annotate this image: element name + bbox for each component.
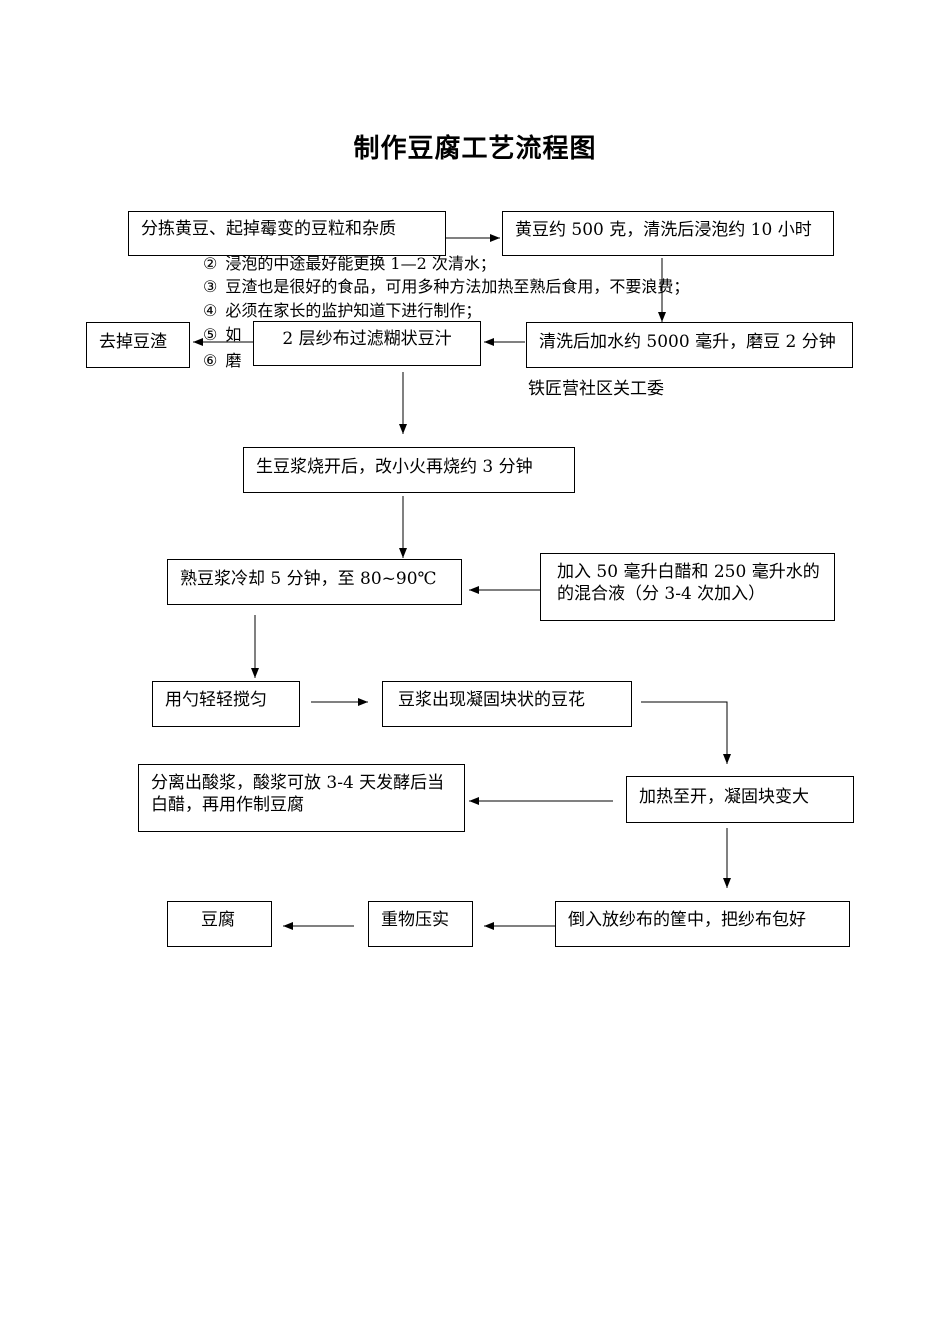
- step-separate-whey: 分离出酸浆，酸浆可放 3-4 天发酵后当白醋，再用作制豆腐: [138, 764, 465, 832]
- step-press: 重物压实: [368, 901, 473, 947]
- step-add-vinegar: 加入 50 毫升白醋和 250 毫升水的的混合液（分 3-4 次加入）: [540, 553, 835, 621]
- step-cool: 熟豆浆冷却 5 分钟，至 80~90℃: [167, 559, 462, 605]
- step-remove-dregs: 去掉豆渣: [86, 322, 190, 368]
- step-filter: 2 层纱布过滤糊状豆汁: [253, 321, 481, 366]
- step-boil: 生豆浆烧开后，改小火再烧约 3 分钟: [243, 447, 575, 493]
- step-grind: 清洗后加水约 5000 毫升，磨豆 2 分钟: [526, 322, 853, 368]
- step-curd-forms: 豆浆出现凝固块状的豆花: [382, 681, 632, 727]
- step-heat: 加热至开，凝固块变大: [626, 776, 854, 823]
- page-title: 制作豆腐工艺流程图: [353, 134, 597, 164]
- step-wrap-in-cloth: 倒入放纱布的筐中，把纱布包好: [555, 901, 850, 947]
- step-soak: 黄豆约 500 克，清洗后浸泡约 10 小时: [502, 211, 834, 256]
- step-stir: 用勺轻轻搅匀: [152, 681, 300, 727]
- arrow-curd-to-heat: [641, 701, 731, 764]
- step-sort: 分拣黄豆、起掉霉变的豆粒和杂质: [128, 211, 446, 256]
- credit-text: 铁匠营社区关工委: [528, 379, 664, 399]
- step-tofu: 豆腐: [167, 901, 272, 947]
